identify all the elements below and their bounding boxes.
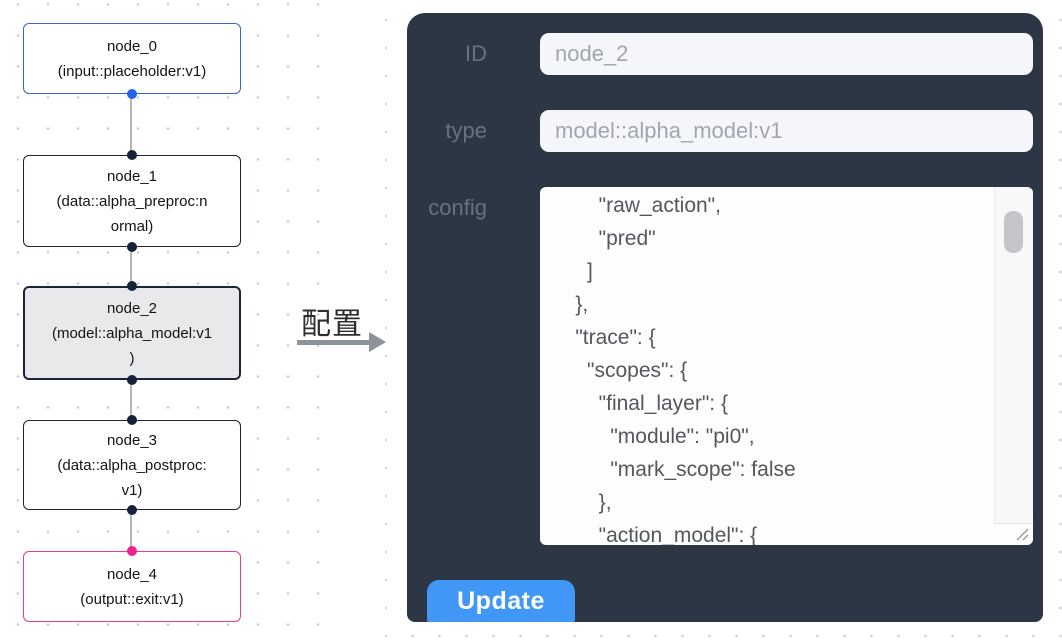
flow-canvas[interactable]: node_0 (input::placeholder:v1) node_1 (d… [0,0,322,643]
node-handle-top[interactable] [127,546,137,556]
update-button[interactable]: Update [427,580,575,622]
config-field-label: config [428,195,487,220]
node-handle-bottom[interactable] [127,242,137,252]
node-handle-bottom[interactable] [127,505,137,515]
node-subtitle: (data::alpha_postproc: v1) [57,456,207,499]
config-arrow [297,340,369,345]
node-subtitle: (model::alpha_model:v1 ) [51,324,213,367]
config-textarea[interactable]: "raw_action", "pred" ] }, "trace": { "sc… [540,187,1033,545]
node-handle-top[interactable] [127,415,137,425]
node-config-panel: ID type config "raw_action", "pred" ] },… [407,13,1043,622]
flow-node-node_1[interactable]: node_1 (data::alpha_preproc:n ormal) [23,155,241,247]
flow-edge [130,247,132,286]
node-handle-top[interactable] [127,281,137,291]
config-json-text: "raw_action", "pred" ] }, "trace": { "sc… [575,194,796,545]
flow-node-node_2-selected[interactable]: node_2 (model::alpha_model:v1 ) [23,286,241,380]
flow-node-node_4[interactable]: node_4 (output::exit:v1) [23,551,241,622]
node-title: node_3 [106,431,158,449]
flow-node-node_3[interactable]: node_3 (data::alpha_postproc: v1) [23,420,241,510]
config-scrollbar-thumb[interactable] [1004,211,1023,253]
node-title: node_1 [106,167,158,185]
type-field-label: type [445,118,487,143]
id-field-row: ID [407,33,1043,75]
node-title: node_0 [106,37,158,55]
node-handle-bottom[interactable] [127,375,137,385]
node-title: node_2 [106,299,158,317]
node-handle-bottom[interactable] [127,89,137,99]
id-field-label: ID [465,41,487,66]
flow-node-node_0[interactable]: node_0 (input::placeholder:v1) [23,23,241,94]
resize-grip-icon[interactable] [1014,526,1030,542]
id-input[interactable] [540,33,1033,75]
type-input[interactable] [540,110,1033,152]
config-arrow-head-icon [369,332,386,352]
panel-canvas: ID type config "raw_action", "pred" ] },… [385,0,1062,643]
flow-edge [130,94,132,155]
flow-edge [130,380,132,420]
node-subtitle: (output::exit:v1) [80,590,184,608]
flow-edge [130,510,132,551]
node-subtitle: (data::alpha_preproc:n ormal) [56,192,208,235]
node-subtitle: (input::placeholder:v1) [57,62,207,80]
node-title: node_4 [106,565,158,583]
config-field-row: config "raw_action", "pred" ] }, "trace"… [407,187,1043,545]
config-arrow-label: 配置 [301,308,363,341]
node-handle-top[interactable] [127,150,137,160]
type-field-row: type [407,110,1043,152]
